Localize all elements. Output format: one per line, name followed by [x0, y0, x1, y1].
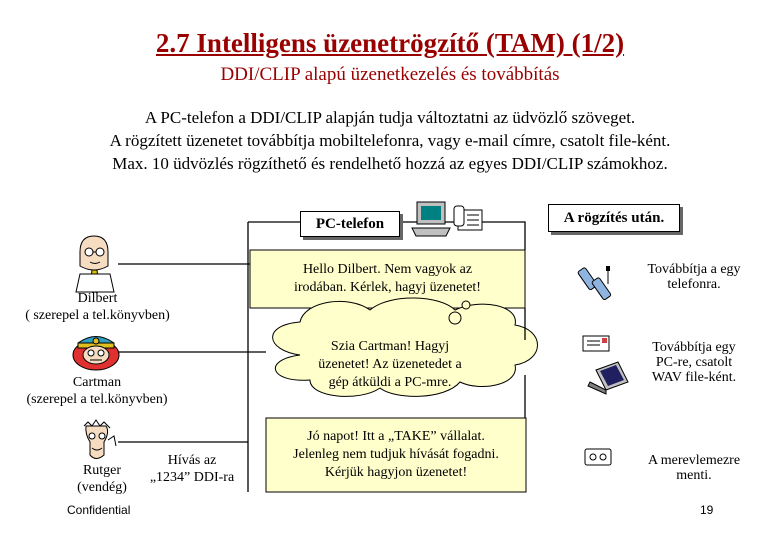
- call-note-line: „1234” DDI-ra: [149, 470, 235, 485]
- page-title: 2.7 Intelligens üzenetrögzítő (TAM) (1/2…: [155, 28, 625, 58]
- caller-rutger: Rutger (vendég): [70, 462, 134, 496]
- computer-icon: [411, 201, 451, 237]
- caller-cartman: Cartman (szerepel a tel.könyvben): [8, 374, 186, 408]
- pc-telefon-label: PC-telefon: [300, 211, 400, 237]
- message-bubble-1: Hello Dilbert. Nem vagyok az irodában. K…: [252, 261, 523, 297]
- phone-icon: [453, 205, 483, 231]
- forward-line: Továbbítja egy: [652, 340, 736, 355]
- footer-confidential: Confidential: [67, 503, 131, 517]
- caller-name: Rutger: [82, 463, 122, 478]
- email-icon: [582, 335, 610, 352]
- caller-note: (vendég): [77, 480, 127, 495]
- call-note: Hívás az „1234” DDI-ra: [140, 452, 244, 486]
- message-line: Jelenleg nem tudjuk hívását fogadni.: [293, 447, 499, 462]
- intro-line: Max. 10 üdvözlés rögzíthető és rendelhet…: [112, 154, 668, 173]
- forward-line: Továbbítja a egy: [647, 262, 741, 277]
- message-bubble-2-shape: [272, 297, 538, 397]
- message-line: irodában. Kérlek, hagyj üzenetet!: [294, 280, 481, 295]
- caller-name: Cartman: [72, 375, 122, 390]
- message-bubble-2: Szia Cartman! Hagyj üzenetet! Az üzenete…: [282, 338, 498, 392]
- dilbert-avatar: [75, 235, 115, 293]
- intro-text: A PC-telefon a DDI/CLIP alapján tudja vá…: [0, 106, 780, 175]
- cartman-avatar: [72, 336, 120, 371]
- caller-dilbert: Dilbert ( szerepel a tel.könyvben): [10, 290, 185, 324]
- forward-line: telefonra.: [667, 277, 721, 292]
- call-note-line: Hívás az: [167, 453, 217, 468]
- forward-disk: A merevlemezre menti.: [626, 453, 762, 483]
- caller-note: ( szerepel a tel.könyvben): [25, 308, 170, 323]
- forward-line: A merevlemezre: [647, 453, 741, 468]
- forward-line: WAV file-ként.: [651, 370, 737, 385]
- message-bubble-1-shape: [249, 249, 526, 309]
- message-line: Jó napot! Itt a „TAKE” vállalat.: [307, 429, 485, 444]
- caller-note: (szerepel a tel.könyvben): [26, 392, 168, 407]
- forward-line: menti.: [676, 468, 712, 483]
- message-line: Szia Cartman! Hagyj: [330, 339, 450, 354]
- intro-line: A rögzített üzenetet továbbítja mobiltel…: [109, 131, 671, 150]
- caller-name: Dilbert: [77, 291, 118, 306]
- message-line: üzenetet! Az üzenetedet a: [318, 357, 462, 372]
- message-line: Kérjük hagyjon üzenetet!: [324, 465, 468, 480]
- after-recording-label: A rögzítés után.: [548, 204, 680, 232]
- page-number: 19: [700, 503, 714, 517]
- hard-disk-icon: [584, 448, 612, 466]
- message-line: Hello Dilbert. Nem vagyok az: [302, 262, 473, 277]
- forward-pc: Továbbítja egy PC-re, csatolt WAV file-k…: [626, 340, 762, 385]
- message-line: gép átküldi a PC-mre.: [328, 375, 452, 390]
- forward-line: PC-re, csatolt: [655, 355, 733, 370]
- mobile-phone-icon: [577, 266, 612, 301]
- message-bubble-3-shape: [265, 417, 527, 493]
- forward-mobile: Továbbítja a egy telefonra.: [626, 262, 762, 292]
- page-subtitle: DDI/CLIP alapú üzenetkezelés és továbbít…: [220, 64, 560, 85]
- laptop-icon: [587, 361, 629, 395]
- rutger-avatar: [83, 419, 117, 459]
- message-bubble-3: Jó napot! Itt a „TAKE” vállalat. Jelenle…: [268, 428, 524, 482]
- intro-line: A PC-telefon a DDI/CLIP alapján tudja vá…: [144, 108, 636, 127]
